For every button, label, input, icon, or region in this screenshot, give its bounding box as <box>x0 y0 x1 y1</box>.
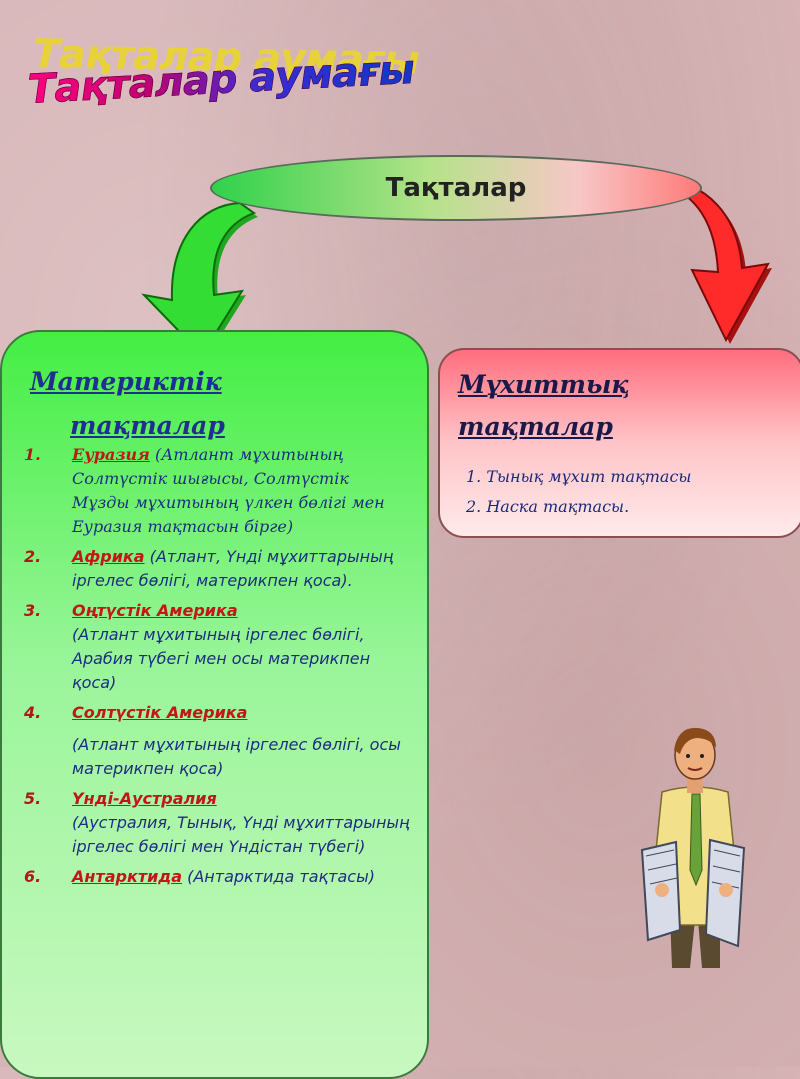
continental-list: 1. Еуразия (Атлант мұхитының Солтүстік ш… <box>20 443 410 895</box>
list-item: 5. Үнді-Аустралия (Аустралия, Тынық, Үнд… <box>20 787 410 859</box>
item-name: Антарктида <box>72 867 182 886</box>
list-item: 1. Тынық мұхит тақтасы <box>466 462 786 492</box>
item-desc: (Антарктида тақтасы) <box>182 867 375 886</box>
item-number: 2. <box>24 545 41 569</box>
item-name: Үнді-Аустралия <box>72 789 217 808</box>
item-number: 6. <box>24 865 41 889</box>
oceanic-heading-line2: тақталар <box>458 412 613 441</box>
oceanic-heading: Мұхиттық тақталар <box>458 364 778 448</box>
continental-heading-line2: тақталар <box>30 404 410 448</box>
list-item: 3. Оңтүстік Америка (Атлант мұхитының ір… <box>20 599 410 695</box>
item-number: 3. <box>24 599 41 623</box>
list-item: 2. Наска тақтасы. <box>466 492 786 522</box>
continental-heading: Материктік тақталар <box>30 360 410 448</box>
page-title: Тақталар аумағы Тақталар аумағы <box>26 27 450 139</box>
root-node: Тақталар <box>210 155 702 221</box>
item-name: Оңтүстік Америка <box>72 601 238 620</box>
list-item: 1. Еуразия (Атлант мұхитының Солтүстік ш… <box>20 443 410 539</box>
item-name: Солтүстік Америка <box>72 703 247 722</box>
list-item: 6. Антарктида (Антарктида тақтасы) <box>20 865 410 889</box>
oceanic-heading-line1: Мұхиттық <box>458 370 629 399</box>
item-number: 1. <box>24 443 41 467</box>
continental-heading-line1: Материктік <box>30 367 222 396</box>
item-desc: (Атлант мұхитының іргелес бөлігі, осы ма… <box>72 733 410 781</box>
root-label: Тақталар <box>386 173 527 203</box>
list-item: 2. Африка (Атлант, Үнді мұхиттарының ірг… <box>20 545 410 593</box>
item-desc: (Аустралия, Тынық, Үнді мұхиттарының ірг… <box>72 813 410 856</box>
item-name: Африка <box>72 547 145 566</box>
oceanic-list: 1. Тынық мұхит тақтасы 2. Наска тақтасы. <box>466 462 786 522</box>
item-number: 4. <box>24 701 41 725</box>
item-desc: (Атлант мұхитының іргелес бөлігі, Арабия… <box>72 625 370 692</box>
item-name: Еуразия <box>72 445 150 464</box>
man-with-folders-illustration <box>640 720 750 970</box>
item-number: 5. <box>24 787 41 811</box>
list-item: 4. Солтүстік Америка (Атлант мұхитының і… <box>20 701 410 781</box>
